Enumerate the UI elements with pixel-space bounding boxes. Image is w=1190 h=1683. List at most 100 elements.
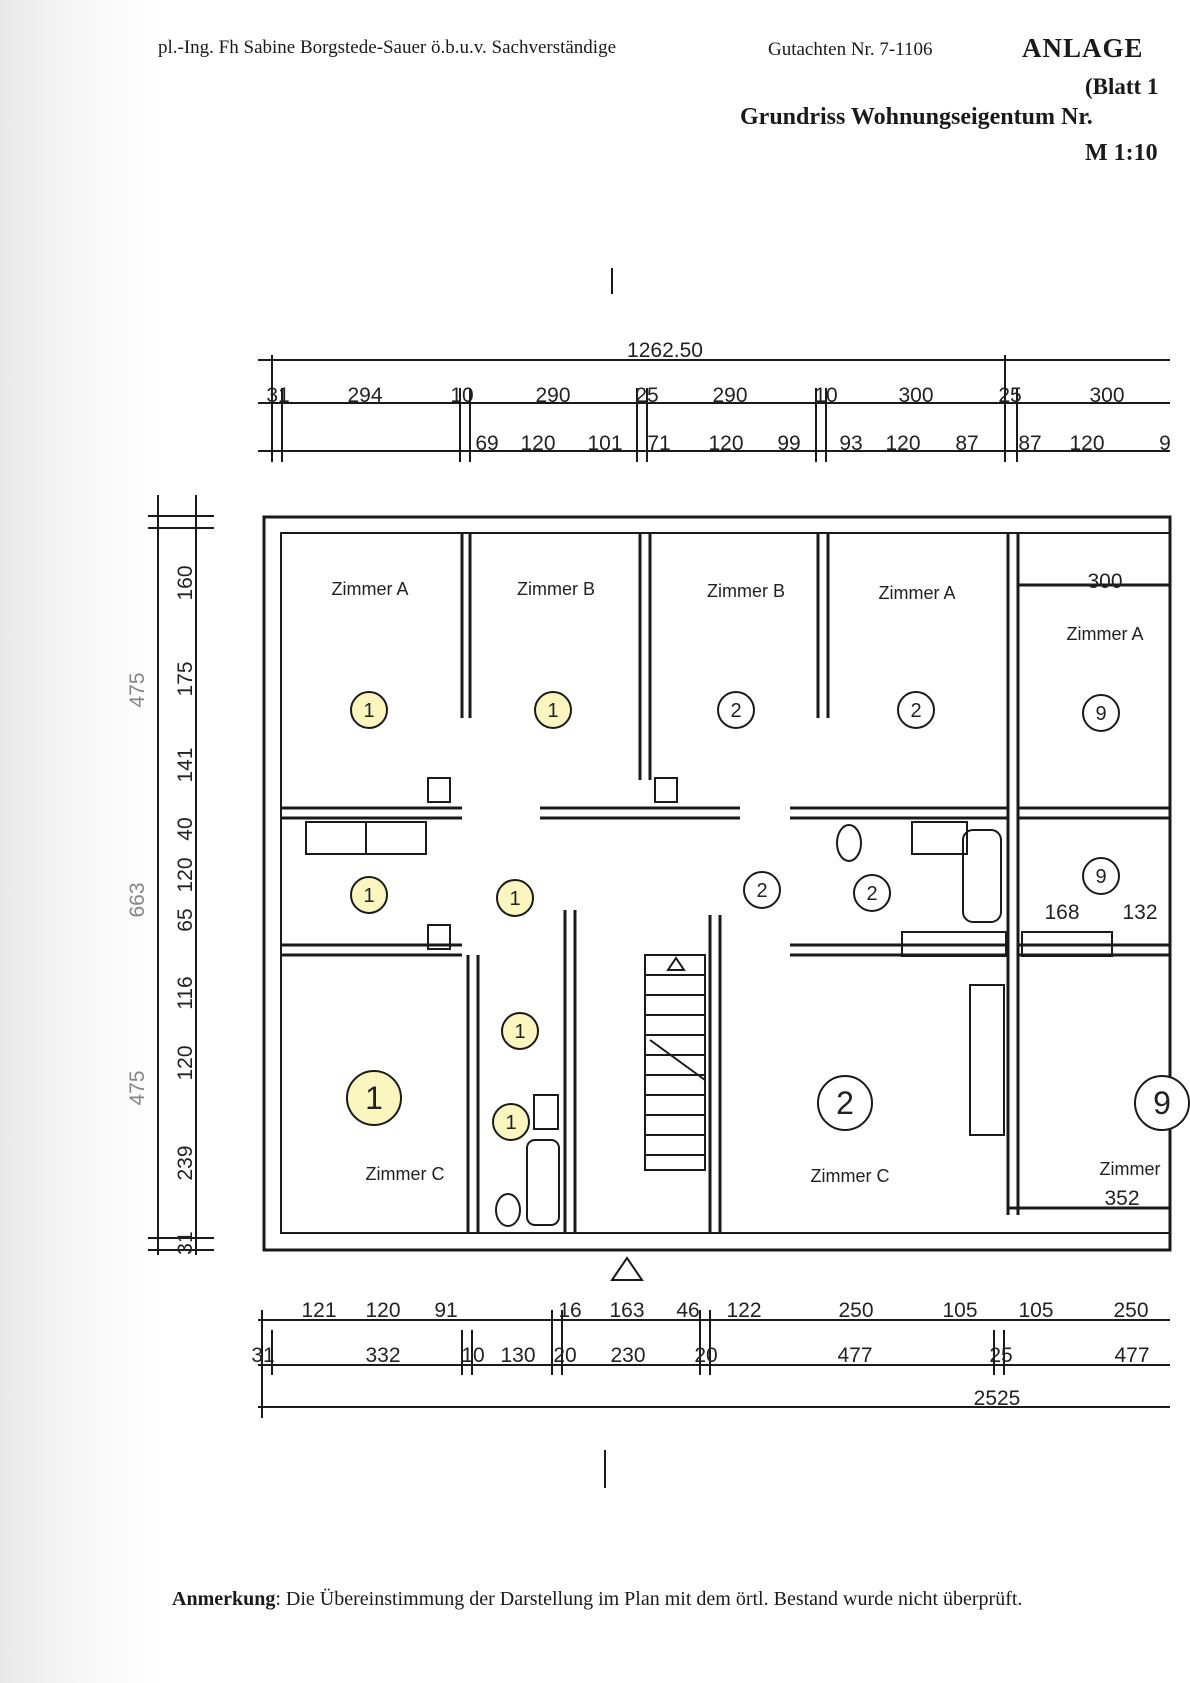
appendix-title: ANLAGE: [1022, 33, 1144, 63]
unit-badge: 1: [496, 879, 534, 917]
dim-top-row1: 300: [1089, 384, 1124, 407]
dim-bottom-row2: 332: [365, 1344, 400, 1367]
room-label: Zimmer: [1100, 1159, 1161, 1179]
unit-badge-circle: [743, 871, 781, 909]
dim-top-row1: 25: [635, 384, 658, 407]
unit-badge-circle: [350, 876, 388, 914]
remark-label: Anmerkung: [172, 1588, 276, 1610]
scan-edge-shadow: [0, 0, 160, 1683]
sheet-number: (Blatt 1: [1085, 74, 1159, 99]
unit-badge-number: 2: [910, 700, 921, 722]
unit-badge: 1: [346, 1070, 402, 1126]
dim-top-row1: 10: [450, 384, 473, 407]
unit-badge: 1: [534, 691, 572, 729]
dim-left: 31: [174, 1231, 197, 1254]
staircase: [644, 954, 706, 1171]
room-dimension: 300: [1087, 570, 1122, 593]
dim-top-row1: 294: [347, 384, 382, 407]
dim-left: 65: [174, 908, 197, 931]
dim-left: 120: [174, 857, 197, 892]
room-dimension: 168: [1044, 901, 1079, 924]
unit-badge: 2: [717, 691, 755, 729]
dim-overall-bottom: 2525: [974, 1387, 1021, 1410]
dim-bottom-row2: 130: [500, 1344, 535, 1367]
dim-bottom-row1: 250: [838, 1299, 873, 1322]
dim-top-row2: 99: [777, 432, 800, 455]
unit-badge: 2: [817, 1075, 873, 1131]
author-line: pl.-Ing. Fh Sabine Borgstede-Sauer ö.b.u…: [158, 37, 617, 58]
unit-badge-circle: [1134, 1075, 1190, 1131]
dim-left-partial: 663: [126, 882, 149, 917]
unit-badge: 1: [492, 1103, 530, 1141]
unit-badge-circle: [1082, 857, 1120, 895]
unit-badge-number: 1: [514, 1021, 525, 1043]
unit-badge-circle: [496, 879, 534, 917]
unit-badge: 2: [853, 874, 891, 912]
unit-badge: 1: [501, 1012, 539, 1050]
unit-number-badges: 1 1 2 2 9 9 1 1 2 2 1 1 1 2 9: [346, 691, 1190, 1141]
unit-badge: 9: [1082, 694, 1120, 732]
unit-badge-number: 2: [730, 700, 741, 722]
dim-top-row2: 120: [520, 432, 555, 455]
dim-bottom-row1: 120: [365, 1299, 400, 1322]
dim-bottom-row2: 20: [694, 1344, 717, 1367]
report-number: Gutachten Nr. 7-1106: [768, 39, 933, 60]
room-label: Zimmer C: [811, 1166, 890, 1186]
room-dimension: 132: [1122, 901, 1157, 924]
dim-bottom-row1: 46: [676, 1299, 699, 1322]
dim-left-partial: 475: [126, 1070, 149, 1105]
dim-bottom-row1: 121: [301, 1299, 336, 1322]
remark-text: : Die Übereinstimmung der Darstellung im…: [275, 1588, 1023, 1610]
dim-top-row1: 25: [998, 384, 1021, 407]
unit-badge-number: 1: [505, 1112, 516, 1134]
unit-badge-number: 9: [1095, 866, 1106, 888]
dim-bottom-row1: 16: [558, 1299, 581, 1322]
unit-badge-number: 1: [363, 885, 374, 907]
dim-top-row2: 69: [475, 432, 498, 455]
unit-badge: 1: [350, 876, 388, 914]
dim-bottom-row2: 230: [610, 1344, 645, 1367]
dim-left: 116: [174, 976, 197, 1009]
dim-bottom-row1: 105: [942, 1299, 977, 1322]
unit-badge: 9: [1082, 857, 1120, 895]
dim-left: 160: [174, 565, 197, 600]
dim-top-row2: 87: [955, 432, 978, 455]
dim-bottom-row2: 20: [553, 1344, 576, 1367]
unit-badge-number: 9: [1153, 1085, 1171, 1121]
unit-badge-circle: [853, 874, 891, 912]
plan-scale: M 1:10: [1085, 140, 1158, 166]
unit-badge-number: 2: [866, 883, 877, 905]
dim-overall-top: 1262.50: [627, 339, 703, 362]
room-dimension: 352: [1104, 1187, 1139, 1210]
unit-badge: 2: [743, 871, 781, 909]
unit-badge-circle: [350, 691, 388, 729]
room-label: Zimmer A: [331, 579, 408, 599]
room-label: Zimmer C: [366, 1164, 445, 1184]
dim-left: 40: [174, 817, 197, 840]
room-label: Zimmer B: [707, 581, 785, 601]
unit-badge: 2: [897, 691, 935, 729]
dim-top-row1: 290: [535, 384, 570, 407]
dim-left: 175: [174, 661, 197, 696]
dim-bottom-row1: 250: [1113, 1299, 1148, 1322]
unit-badge: 1: [350, 691, 388, 729]
dim-top-row2: 101: [587, 432, 622, 455]
dim-top-row1: 10: [814, 384, 837, 407]
unit-badge-number: 1: [547, 700, 558, 722]
unit-badge-circle: [534, 691, 572, 729]
dim-top-row2: 93: [839, 432, 862, 455]
dim-top-row2: 120: [885, 432, 920, 455]
building-walls: [262, 515, 1172, 1252]
unit-badge: 9: [1134, 1075, 1190, 1131]
dim-top-row2: 87: [1018, 432, 1041, 455]
dim-bottom-row2: 477: [837, 1344, 872, 1367]
plan-title: Grundriss Wohnungseigentum Nr.: [740, 104, 1093, 130]
dim-top-row2: 9: [1159, 432, 1171, 455]
dim-top-row2: 120: [1069, 432, 1104, 455]
dim-bottom-row2: 25: [989, 1344, 1012, 1367]
unit-badge-number: 1: [365, 1080, 383, 1116]
dim-bottom-row2: 10: [461, 1344, 484, 1367]
unit-badge-number: 2: [756, 880, 767, 902]
fixtures: [305, 777, 1113, 1227]
